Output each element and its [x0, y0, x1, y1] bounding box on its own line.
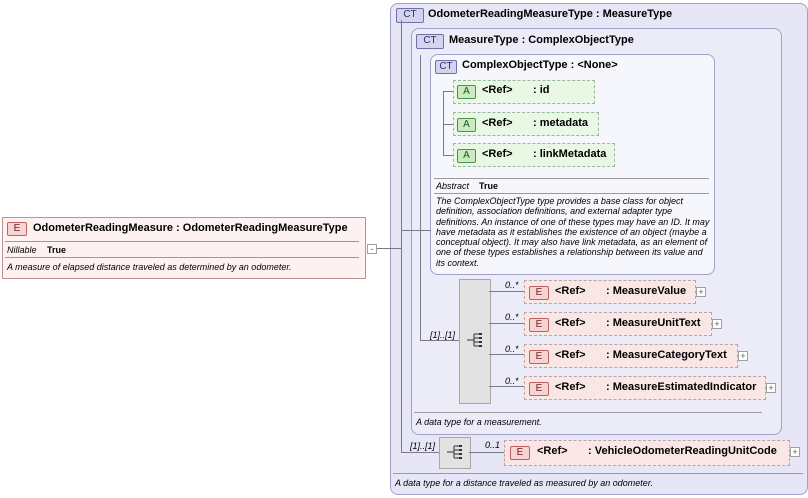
- sequence-connector: [401, 20, 402, 453]
- sequence-icon: [446, 443, 464, 461]
- abstract-value: True: [479, 181, 499, 191]
- attribute-metadata[interactable]: [453, 112, 599, 136]
- attribute-ref: <Ref>: [482, 148, 513, 160]
- element-vehicle-odometer-reading-unit-code[interactable]: [504, 440, 790, 466]
- attribute-icon: A: [457, 118, 476, 132]
- attribute-icon: A: [457, 85, 476, 99]
- odometer-sequence-compositor[interactable]: [439, 437, 471, 469]
- nillable-label: Nillable: [7, 245, 37, 255]
- complex-object-type-description: The ComplexObjectType type provides a ba…: [436, 196, 710, 268]
- sequence-icon: [466, 331, 484, 349]
- expand-icon[interactable]: +: [696, 287, 706, 297]
- measure-type-title[interactable]: MeasureType : ComplexObjectType: [449, 34, 634, 46]
- element-name: : VehicleOdometerReadingUnitCode: [588, 445, 777, 457]
- element-icon: E: [7, 222, 27, 236]
- element-icon: E: [529, 350, 549, 364]
- complex-object-type-name: ComplexObjectType: [462, 59, 568, 71]
- attribute-link-metadata[interactable]: [453, 143, 615, 167]
- measure-type-name: MeasureType: [449, 34, 519, 46]
- expand-icon[interactable]: +: [790, 447, 800, 457]
- attribute-id[interactable]: [453, 80, 595, 104]
- attribute-ref: <Ref>: [482, 84, 513, 96]
- attribute-ref: <Ref>: [482, 117, 513, 129]
- attribute-icon: A: [457, 149, 476, 163]
- expand-icon[interactable]: +: [738, 351, 748, 361]
- measure-type-base: : ComplexObjectType: [521, 34, 634, 46]
- divider: [5, 241, 359, 242]
- element-icon: E: [529, 286, 549, 300]
- element-ref: <Ref>: [555, 317, 586, 329]
- divider: [5, 257, 359, 258]
- root-element-type: : OdometerReadingMeasureType: [176, 222, 348, 234]
- abstract-label: Abstract: [436, 181, 470, 191]
- element-connector: [469, 452, 504, 453]
- expand-icon[interactable]: +: [766, 383, 776, 393]
- element-occurrence: 0..*: [505, 280, 519, 290]
- complex-object-type-base: : <None>: [570, 59, 618, 71]
- odometer-reading-measure-element[interactable]: [2, 217, 366, 279]
- element-measure-category-text[interactable]: [524, 344, 738, 368]
- collapse-icon[interactable]: -: [367, 244, 377, 254]
- attribute-connector: [443, 91, 453, 92]
- divider: [434, 178, 709, 179]
- element-name: : MeasureEstimatedIndicator: [606, 381, 757, 393]
- expand-icon[interactable]: +: [712, 319, 722, 329]
- divider: [434, 193, 709, 194]
- attribute-connector: [443, 91, 444, 156]
- element-occurrence: 0..*: [505, 344, 519, 354]
- attribute-connector: [443, 155, 453, 156]
- sequence-connector: [401, 452, 439, 453]
- complex-type-icon: CT: [435, 60, 457, 74]
- root-element-description: A measure of elapsed distance traveled a…: [7, 262, 292, 272]
- element-measure-unit-text[interactable]: [524, 312, 712, 336]
- element-occurrence: 0..*: [505, 376, 519, 386]
- measure-type-description: A data type for a measurement.: [416, 417, 542, 427]
- attribute-name: : metadata: [533, 117, 589, 129]
- odometer-type-base: : MeasureType: [595, 8, 673, 20]
- sequence-occurrence: [1]..[1]: [410, 441, 436, 451]
- element-connector: [489, 323, 524, 324]
- element-name: : MeasureUnitText: [606, 317, 701, 329]
- sequence-connector: [420, 55, 421, 341]
- element-connector: [489, 354, 524, 355]
- complex-type-icon: CT: [396, 8, 424, 23]
- nillable-value: True: [47, 245, 67, 255]
- attribute-name: : linkMetadata: [533, 148, 607, 160]
- divider: [414, 412, 762, 413]
- element-ref: <Ref>: [555, 381, 586, 393]
- element-name: : MeasureCategoryText: [606, 349, 727, 361]
- element-occurrence: 0..1: [485, 440, 501, 450]
- complex-type-icon: CT: [416, 34, 444, 49]
- element-icon: E: [510, 446, 530, 460]
- element-occurrence: 0..*: [505, 312, 519, 322]
- sequence-connector: [420, 340, 460, 341]
- complex-object-type-title[interactable]: ComplexObjectType : <None>: [462, 59, 618, 71]
- element-connector: [489, 291, 524, 292]
- attribute-name: : id: [533, 84, 550, 96]
- element-icon: E: [529, 318, 549, 332]
- element-measure-value[interactable]: [524, 280, 696, 304]
- type-connector: [401, 230, 431, 231]
- element-icon: E: [529, 382, 549, 396]
- element-name: : MeasureValue: [606, 285, 687, 297]
- element-ref: <Ref>: [555, 285, 586, 297]
- sequence-occurrence: [1]..[1]: [430, 330, 456, 340]
- odometer-type-title[interactable]: OdometerReadingMeasureType : MeasureType: [428, 8, 672, 20]
- type-connector: [377, 248, 401, 249]
- element-measure-estimated-indicator[interactable]: [524, 376, 766, 400]
- root-element-title: OdometerReadingMeasure : OdometerReading…: [33, 222, 348, 234]
- root-element-name: OdometerReadingMeasure: [33, 222, 173, 234]
- attribute-connector: [443, 124, 453, 125]
- divider: [393, 473, 803, 474]
- element-ref: <Ref>: [555, 349, 586, 361]
- odometer-type-description: A data type for a distance traveled as m…: [395, 478, 653, 488]
- element-ref: <Ref>: [537, 445, 568, 457]
- odometer-type-name: OdometerReadingMeasureType: [428, 8, 593, 20]
- element-connector: [489, 386, 524, 387]
